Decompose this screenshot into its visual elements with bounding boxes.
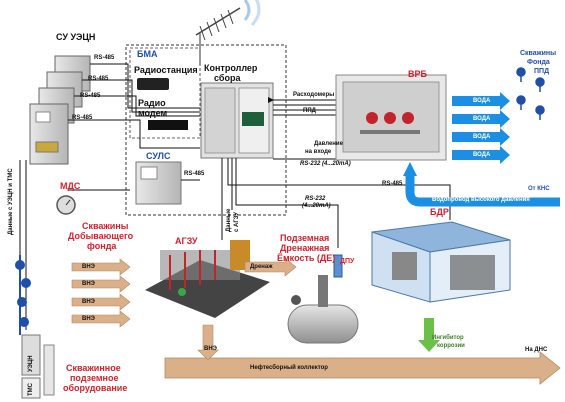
downhole-line2: подземное — [70, 373, 119, 383]
flowmeters-line1: Расходомеры — [293, 92, 335, 98]
water-arrows — [452, 92, 510, 164]
vrb-title: ВРБ — [408, 69, 427, 79]
rs232-label: RS-232 — [305, 196, 326, 202]
inhibitor-arrow — [418, 318, 440, 352]
ppd-wells-line1: Скважины — [520, 50, 557, 57]
data-agzu-line2: с АГЗУ — [234, 211, 240, 232]
suls-title: СУЛС — [146, 151, 171, 161]
agzu-unit — [145, 240, 270, 318]
suls-cabinet — [135, 161, 182, 205]
wells-prod-line1: Скважины — [82, 221, 129, 231]
wells-prod-line2: Добывающего — [68, 231, 134, 241]
rs485-suls-label: RS-485 — [184, 171, 205, 177]
vne-label-4: ВНЭ — [82, 316, 95, 322]
range-4-20-label: (4...20mA) — [302, 203, 331, 209]
vne-label-3: ВНЭ — [82, 299, 95, 305]
bdr-module — [371, 221, 511, 303]
drainage-tank — [287, 275, 359, 344]
rs485-label-3: RS-485 — [80, 93, 101, 99]
to-dns-label: На ДНС — [525, 347, 548, 353]
bma-dashed-frame — [125, 44, 287, 216]
tank-line3: Ёмкость (ДЕ) — [277, 253, 336, 263]
ppd-wells-line2: Фонда — [527, 59, 550, 66]
oil-collector-label: Нефтесборный коллектор — [250, 365, 328, 371]
mds-title: МДС — [60, 181, 81, 191]
pressure-line2: на входе — [305, 149, 332, 155]
radio-station-box — [137, 78, 169, 90]
controller-line2: сбора — [214, 73, 241, 83]
downhole-line1: Скважинное — [66, 363, 121, 373]
rs485-label-2: RS-485 — [88, 76, 109, 82]
radio-modem-line2: модем — [138, 108, 168, 118]
dpu-title: ДПУ — [340, 258, 355, 265]
tms-label: ТМС — [28, 383, 34, 396]
pressure-line1: Давление — [314, 141, 343, 147]
yagi-antenna — [195, 0, 261, 65]
rs232-range-label: RS-232 (4...20mA) — [300, 161, 351, 167]
wells-prod-line3: фонда — [87, 241, 117, 251]
hp-pipeline — [405, 172, 560, 207]
agzu-title: АГЗУ — [175, 236, 198, 246]
bma-title: БМА — [137, 49, 158, 59]
rs485-label-1: RS-485 — [94, 55, 115, 61]
drainage-label: Дренаж — [250, 264, 273, 270]
inhibitor-line1: Ингибитор — [432, 335, 464, 341]
radio-modem-line1: Радио — [138, 98, 166, 108]
controller-line1: Контроллер — [204, 63, 258, 73]
voda-label-4: ВОДА — [473, 152, 491, 158]
su-uetsn-cabinets — [29, 55, 91, 165]
downhole-equipment — [21, 334, 55, 399]
su-uetsn-title: СУ УЭЦН — [56, 32, 96, 42]
vne-label-2: ВНЭ — [82, 281, 95, 287]
ppd-wells — [516, 67, 545, 120]
radio-dashed-frame — [129, 47, 201, 139]
inhibitor-line2: коррозии — [437, 343, 465, 349]
production-wells — [15, 255, 31, 335]
flowmeters-line2: ППД — [303, 108, 316, 114]
oil-collector-arrow — [164, 351, 561, 385]
bdr-title: БДР — [430, 207, 449, 217]
data-agzu-line1: Данные — [226, 208, 232, 232]
rs485-bdr-label: RS-485 — [382, 181, 403, 187]
dpu-sensor — [333, 254, 343, 278]
from-kns-label: От КНС — [528, 186, 550, 192]
rs485-label-4: RS-485 — [72, 115, 93, 121]
controller-cabinet — [200, 82, 274, 159]
vne-agzu-label: ВНЭ — [204, 346, 217, 352]
tank-line2: Дренажная — [280, 243, 330, 253]
downhole-line3: оборудование — [63, 383, 128, 393]
data-uetsn-tms-label: Данные с УЭЦН и ТМС — [8, 168, 14, 235]
drainage-arrow — [244, 257, 297, 277]
vne-arrows — [71, 258, 131, 328]
vne-label-1: ВНЭ — [82, 264, 95, 270]
vrb-module — [335, 74, 447, 161]
voda-label-3: ВОДА — [473, 134, 491, 140]
tank-line1: Подземная — [280, 233, 330, 243]
radio-station-label: Радиостанция — [134, 65, 198, 75]
ppd-wells-line3: ППД — [534, 68, 550, 75]
uetsn-label: УЭЦН — [28, 355, 34, 372]
voda-label-2: ВОДА — [473, 116, 491, 122]
hp-pipeline-label: Водопровод высокого давления — [432, 197, 530, 203]
voda-label-1: ВОДА — [473, 98, 491, 104]
radio-modem-box — [148, 120, 188, 130]
